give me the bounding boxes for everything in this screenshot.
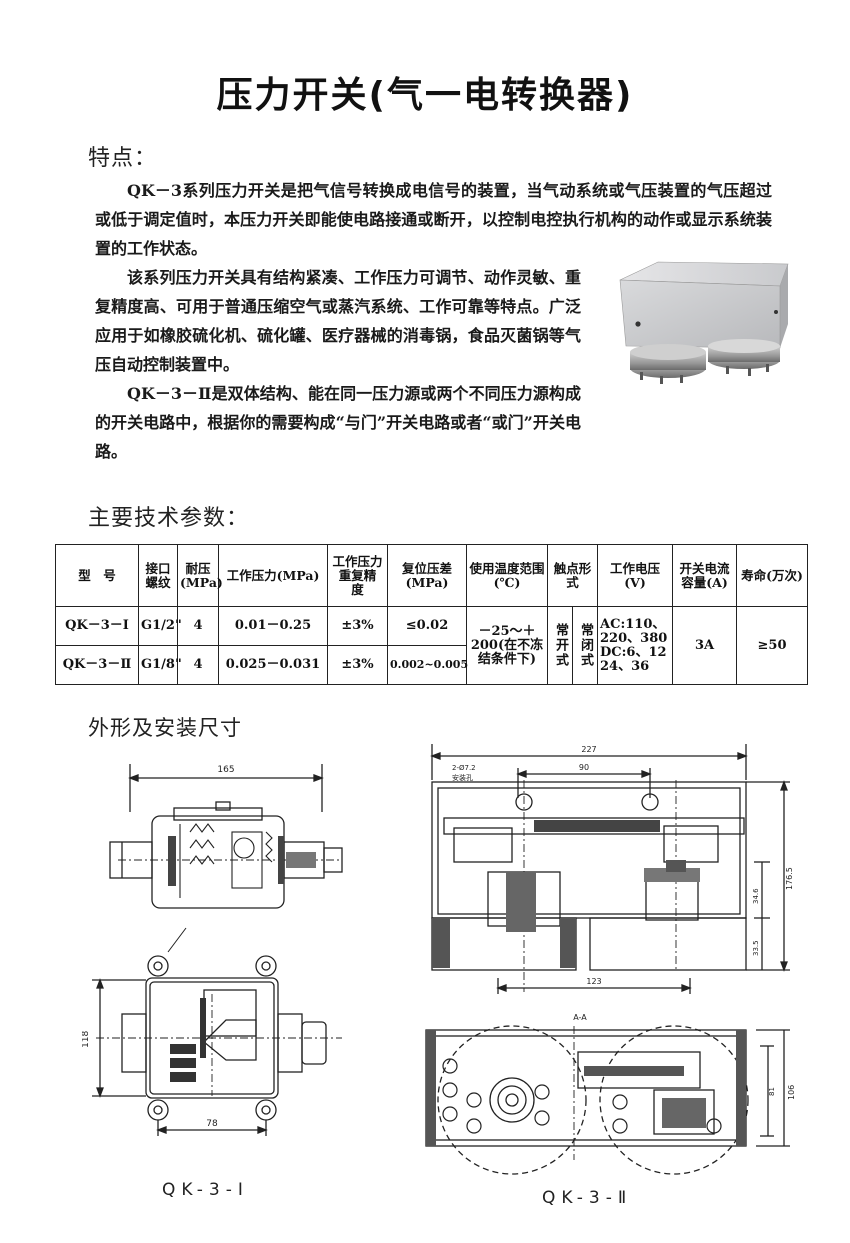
dimension-depth-inner: 81: [768, 1087, 776, 1096]
features-paragraph-3: QK－3－Ⅱ是双体结构、能在同一压力源或两个不同压力源构成的开关电路中，根据你的…: [95, 384, 581, 461]
specs-heading: 主要技术参数：: [88, 506, 250, 531]
header-working-pressure: 工作压力(MPa): [218, 544, 328, 607]
cell-model: QK－3－Ⅱ: [55, 645, 139, 685]
cell-repeat-accuracy: ±3%: [327, 645, 388, 685]
cell-working-voltage: AC:110、220、380 DC:6、12 24、36: [597, 606, 674, 685]
header-current-capacity: 开关电流容量(A): [672, 544, 738, 607]
header-reset-differential: 复位压差(MPa): [387, 544, 467, 607]
specs-header-row: 型 号 接口螺纹 耐压(MPa) 工作压力(MPa) 工作压力重复精 度 复位压…: [55, 544, 809, 607]
label-section: A-A: [573, 1013, 587, 1022]
cell-repeat-accuracy: ±3%: [327, 606, 388, 646]
label-mount: 安装孔: [452, 773, 473, 782]
page-title: 压力开关(气一电转换器): [216, 75, 634, 116]
cell-proof-pressure: 4: [177, 645, 219, 685]
contact-normally-closed-text: 常闭式: [578, 623, 593, 668]
dimension-offset: 123: [586, 977, 601, 986]
dimension-base: 78: [206, 1119, 218, 1129]
features-paragraph-2: 该系列压力开关具有结构紧凑、工作压力可调节、动作灵敏、重复精度高、可用于普通压缩…: [95, 268, 581, 374]
cell-service-life: ≥50: [736, 606, 809, 685]
header-model: 型 号: [55, 544, 139, 607]
product-photo: [616, 256, 804, 400]
table-row: QK－3－Ⅰ G1/2" 4 0.01－0.25 ±3% ≤0.02 －25～＋…: [55, 606, 809, 685]
cell-contact-normally-open: 常开式: [547, 606, 573, 685]
header-service-life: 寿命(万次): [736, 544, 809, 607]
cell-temperature-range: －25～＋200(在不冻结条件下): [466, 606, 548, 685]
caption-qk-3-i: QK-3-Ⅰ: [162, 1180, 249, 1200]
dimension-height: 118: [82, 1031, 91, 1048]
caption-qk-3-ii: QK-3-Ⅱ: [542, 1188, 633, 1208]
cell-contact-normally-closed: 常闭式: [571, 606, 599, 685]
cell-thread: G1/8": [138, 645, 182, 685]
specs-table: 型 号 接口螺纹 耐压(MPa) 工作压力(MPa) 工作压力重复精 度 复位压…: [55, 544, 809, 685]
cell-working-pressure: 0.01－0.25: [218, 606, 328, 646]
dimension-width: 165: [217, 765, 234, 775]
label-hole: 2-Ø7.2: [452, 764, 476, 772]
cell-thread: G1/2": [138, 606, 182, 646]
header-repeat-accuracy: 工作压力重复精 度: [327, 544, 389, 607]
cell-reset-differential: ≤0.02: [387, 606, 467, 646]
dimension-inner: 90: [579, 763, 589, 772]
cell-model: QK－3－Ⅰ: [55, 606, 139, 646]
dimension-width: 227: [581, 745, 596, 754]
header-thread: 接口螺纹: [138, 544, 178, 607]
outline-heading: 外形及安装尺寸: [88, 716, 242, 740]
dimension-a: 34.6: [752, 888, 760, 904]
cell-proof-pressure: 4: [177, 606, 219, 646]
header-contact-type: 触点形式: [546, 544, 599, 607]
header-proof-pressure: 耐压(MPa): [177, 544, 223, 607]
drawing-qk-3-i: 165 118 78: [82, 764, 343, 1136]
dimension-depth: 106: [787, 1085, 796, 1100]
contact-normally-open-text: 常开式: [553, 623, 568, 668]
table-row: QK－3－Ⅱ G1/8" 4 0.025－0.031 ±3% 0.002~0.0…: [55, 645, 808, 685]
cell-current-capacity: 3A: [672, 606, 738, 685]
features-paragraph-1: QK－3系列压力开关是把气信号转换成电信号的装置，当气动系统或气压装置的气压超过…: [95, 181, 772, 258]
features-heading: 特点：: [88, 146, 158, 171]
cell-working-pressure: 0.025－0.031: [218, 645, 328, 685]
dimension-height: 176.5: [785, 867, 794, 890]
header-working-voltage: 工作电压(V): [597, 544, 674, 607]
dimension-b: 33.5: [752, 940, 760, 956]
drawing-qk-3-ii: 227 90 2-Ø7.2 安装孔 123 176.5 34.6 33.5 A-…: [425, 744, 796, 1175]
cell-reset-differential: 0.002~0.005: [387, 645, 468, 685]
header-temperature-range: 使用温度范围(℃): [466, 544, 548, 607]
